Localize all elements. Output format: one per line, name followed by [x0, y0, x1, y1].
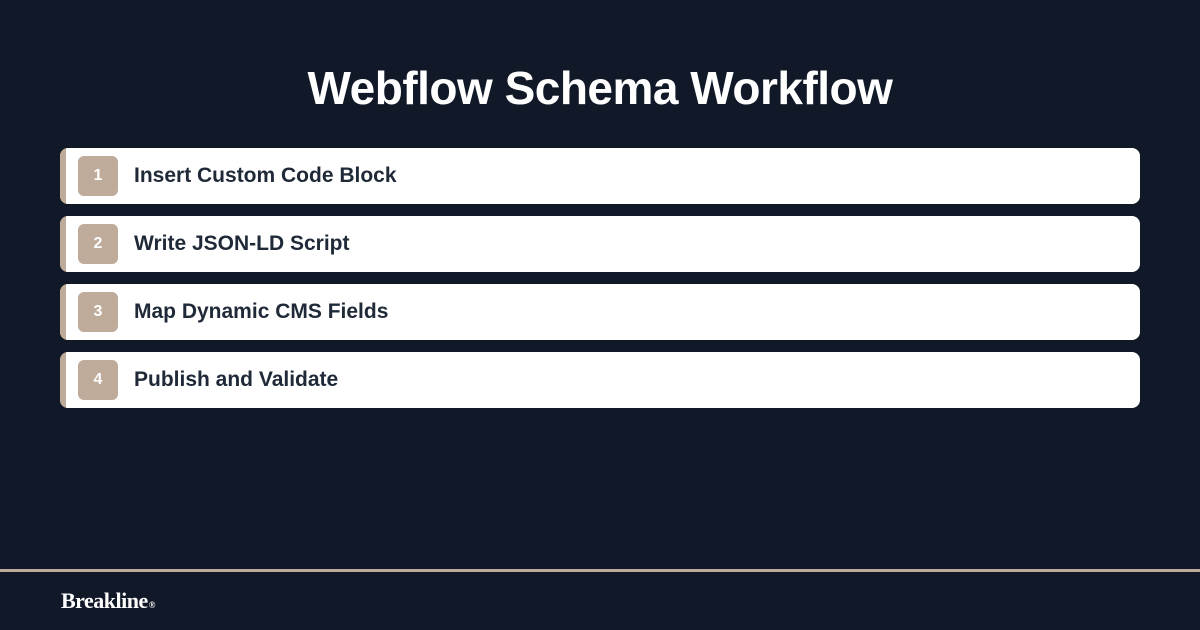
step-accent-bar	[60, 352, 66, 408]
step-label: Publish and Validate	[134, 368, 339, 391]
workflow-step: 2 Write JSON-LD Script	[60, 216, 1140, 272]
workflow-step: 3 Map Dynamic CMS Fields	[60, 284, 1140, 340]
registered-mark: ®	[148, 600, 156, 610]
workflow-step: 4 Publish and Validate	[60, 352, 1140, 408]
brand-name: Breakline	[61, 588, 148, 613]
step-label: Insert Custom Code Block	[134, 164, 397, 187]
step-label: Map Dynamic CMS Fields	[134, 300, 389, 323]
step-number-badge: 2	[78, 224, 118, 264]
page-title: Webflow Schema Workflow	[307, 62, 893, 114]
step-number-badge: 4	[78, 360, 118, 400]
step-label: Write JSON-LD Script	[134, 232, 350, 255]
footer-divider	[0, 569, 1200, 572]
step-number-badge: 3	[78, 292, 118, 332]
workflow-step: 1 Insert Custom Code Block	[60, 148, 1140, 204]
step-accent-bar	[60, 216, 66, 272]
step-accent-bar	[60, 284, 66, 340]
workflow-steps-list: 1 Insert Custom Code Block 2 Write JSON-…	[60, 148, 1140, 420]
brand-logo: Breakline®	[61, 586, 156, 616]
step-accent-bar	[60, 148, 66, 204]
step-number-badge: 1	[78, 156, 118, 196]
